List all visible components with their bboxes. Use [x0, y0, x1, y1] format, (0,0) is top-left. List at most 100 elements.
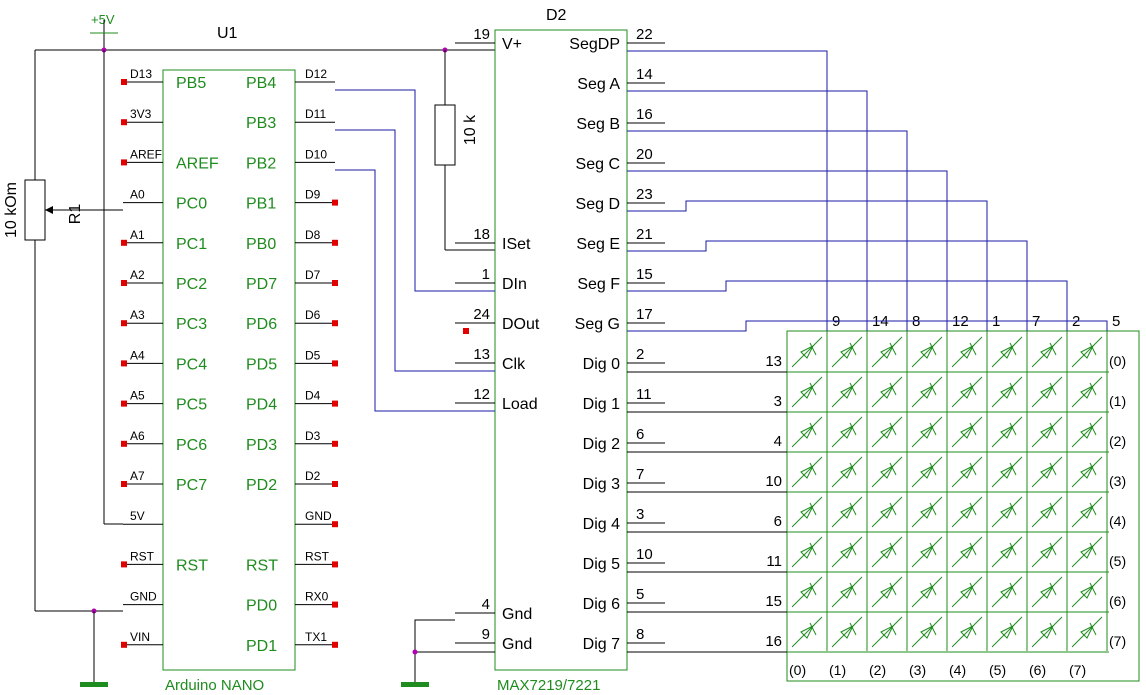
led-triangle — [800, 624, 815, 639]
u1-right-nc-pad — [332, 521, 338, 528]
led-triangle — [960, 384, 975, 399]
matrix-row-label: (6) — [1109, 593, 1126, 609]
led-triangle — [920, 624, 935, 639]
led-bar — [889, 542, 897, 556]
matrix-led — [951, 376, 983, 408]
matrix-led — [791, 536, 823, 568]
matrix-row-pin-number: 3 — [774, 393, 782, 410]
led-diagonal — [911, 336, 943, 368]
led-bar — [849, 622, 857, 636]
matrix-led — [991, 376, 1023, 408]
led-diagonal — [871, 416, 903, 448]
matrix-row-label: (3) — [1109, 473, 1126, 489]
matrix-led — [1071, 576, 1103, 608]
led-bar — [929, 462, 937, 476]
d2-right-pin-number: 8 — [636, 626, 644, 643]
matrix-led — [831, 616, 863, 648]
u1-right-nc-pad — [332, 199, 338, 206]
d2-left-pin-number: 1 — [482, 266, 490, 283]
led-bar — [1009, 342, 1017, 356]
led-diagonal — [911, 536, 943, 568]
u1-left-pin-name: A5 — [130, 389, 145, 403]
led-triangle — [840, 584, 855, 599]
led-bar — [809, 342, 817, 356]
din-wire — [335, 89, 495, 292]
matrix-row-pin-number: 11 — [766, 553, 782, 570]
d2-left-pin-number: 19 — [473, 26, 490, 43]
led-triangle — [920, 424, 935, 439]
matrix-led — [951, 456, 983, 488]
u1-left-pin-name: 3V3 — [130, 107, 152, 121]
r1-ref: R1 — [67, 204, 84, 225]
led-triangle — [1080, 624, 1095, 639]
led-diagonal — [1031, 616, 1063, 648]
matrix-led — [991, 336, 1023, 368]
led-triangle — [1080, 464, 1095, 479]
led-triangle — [880, 504, 895, 519]
u1-left-port-label: PC3 — [176, 316, 207, 333]
u1-left-pin-name: GND — [130, 590, 157, 604]
matrix-led — [791, 616, 823, 648]
u1-right-pin-name: D5 — [305, 348, 321, 362]
led-triangle — [1040, 424, 1055, 439]
u1-left-port-label: PC0 — [176, 196, 207, 213]
led-triangle — [960, 544, 975, 559]
matrix-led — [1071, 336, 1103, 368]
u1-right-port-label: PD4 — [246, 397, 277, 414]
matrix-led — [911, 496, 943, 528]
d2-right-pin-name: Dig 4 — [583, 516, 620, 533]
led-triangle — [840, 544, 855, 559]
matrix-col-label: (2) — [869, 662, 886, 678]
u1-left-pin-name: RST — [130, 549, 155, 563]
led-diagonal — [871, 336, 903, 368]
d2-left-pin-name: Load — [502, 396, 538, 413]
u1-right-pin-name: D10 — [305, 147, 327, 161]
d2-right-pin-name: Seg A — [577, 76, 620, 93]
u1-left-port-label: PB5 — [176, 75, 206, 92]
u1-right-nc-pad — [332, 400, 338, 407]
d2-left-pin-name: V+ — [502, 36, 522, 53]
led-diagonal — [951, 416, 983, 448]
u1-left-nc-pad — [121, 481, 127, 487]
led-triangle — [1040, 464, 1055, 479]
led-diagonal — [791, 496, 823, 528]
matrix-led — [831, 536, 863, 568]
matrix-led — [791, 576, 823, 608]
u1-right-pin-name: D12 — [305, 67, 327, 81]
led-bar — [969, 502, 977, 516]
led-diagonal — [831, 456, 863, 488]
led-triangle — [1080, 424, 1095, 439]
d2-dout-nc-pad — [463, 328, 469, 334]
matrix-led — [991, 616, 1023, 648]
matrix-row-label: (1) — [1109, 393, 1126, 409]
u1-right-pin-name: D2 — [305, 469, 321, 483]
led-triangle — [800, 544, 815, 559]
matrix-led — [871, 616, 903, 648]
u1-right-port-label: PD6 — [246, 316, 277, 333]
led-diagonal — [791, 576, 823, 608]
matrix-row-pin-number: 10 — [765, 473, 782, 490]
led-triangle — [1000, 584, 1015, 599]
u1-right-pin-name: D6 — [305, 308, 321, 322]
led-triangle — [880, 344, 895, 359]
led-diagonal — [791, 616, 823, 648]
matrix-row-pin-number: 4 — [774, 433, 782, 450]
led-diagonal — [791, 416, 823, 448]
led-diagonal — [951, 496, 983, 528]
led-triangle — [1040, 344, 1055, 359]
u1-ref: U1 — [217, 25, 238, 42]
led-diagonal — [1071, 576, 1103, 608]
matrix-row-pin-number: 15 — [765, 593, 782, 610]
matrix-col-label: (4) — [949, 662, 966, 678]
d2-left-pin-name: DIn — [502, 276, 527, 293]
d2-right-pin-number: 14 — [636, 66, 653, 83]
u1-right-nc-pad — [332, 360, 338, 367]
led-diagonal — [911, 616, 943, 648]
matrix-led — [911, 536, 943, 568]
led-diagonal — [911, 416, 943, 448]
led-triangle — [1040, 544, 1055, 559]
r1-value: 10 kOm — [3, 182, 20, 238]
u1-left-pin-name: A2 — [130, 268, 145, 282]
matrix-led — [1031, 616, 1063, 648]
led-bar — [1089, 582, 1097, 596]
